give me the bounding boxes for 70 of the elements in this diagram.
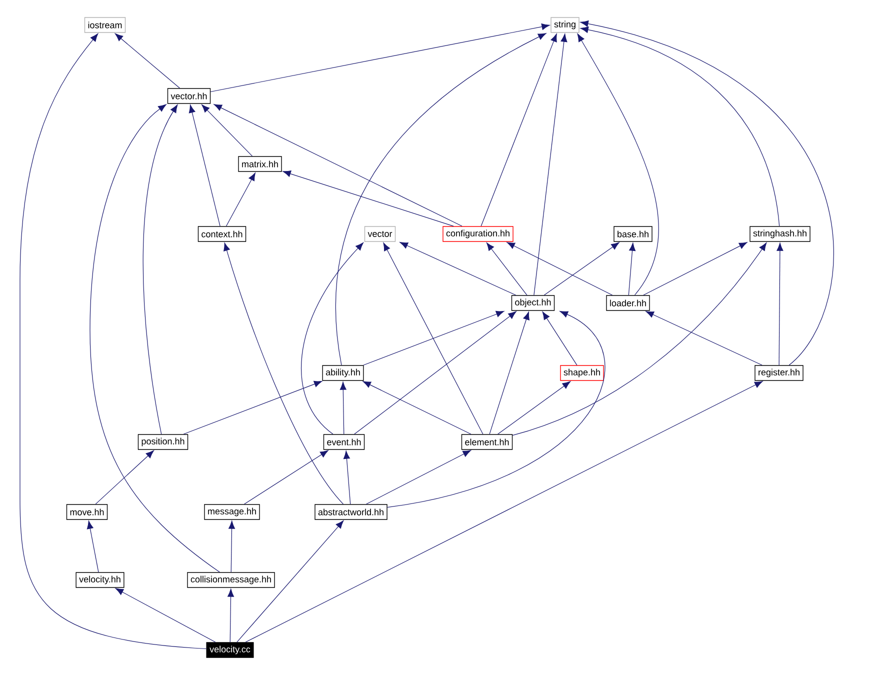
arrow: [354, 311, 516, 434]
arrow: [202, 104, 253, 156]
file-box: object.hh: [511, 295, 555, 311]
file-box: shape.hh: [560, 365, 604, 381]
arrow: [95, 450, 154, 504]
arrow: [343, 450, 351, 504]
arrow: [214, 104, 462, 226]
arrow: [282, 170, 454, 226]
arrow: [400, 242, 516, 296]
file-box: stringhash.hh: [750, 226, 810, 242]
arrow: [387, 311, 605, 508]
file-box: iostream: [84, 17, 126, 33]
file-box: vector: [364, 226, 396, 242]
arrow: [489, 312, 530, 434]
file-box: configuration.hh: [442, 226, 514, 242]
arrow: [86, 520, 99, 572]
file-box: abstractworld.hh: [314, 504, 388, 520]
arrow: [776, 242, 784, 366]
arrow: [383, 242, 484, 434]
file-box: ability.hh: [322, 365, 364, 381]
file-box: position.hh: [138, 434, 188, 450]
arrow: [542, 312, 578, 366]
arrow: [226, 172, 256, 226]
arrow: [486, 242, 528, 296]
file-box: base.hh: [614, 226, 652, 242]
arrow: [366, 450, 471, 504]
arrow: [228, 588, 234, 642]
arrow: [301, 242, 364, 434]
file-box: event.hh: [323, 434, 365, 450]
arrow: [336, 33, 546, 366]
arrow: [534, 34, 568, 296]
file-box: element.hh: [461, 434, 513, 450]
arrow: [183, 380, 322, 434]
arrow: [628, 242, 636, 296]
arrow: [498, 381, 571, 434]
file-box: context.hh: [198, 226, 246, 242]
arrow: [245, 381, 763, 642]
arrow: [580, 26, 780, 226]
arrow: [643, 242, 748, 296]
arrow: [340, 382, 346, 434]
arrow: [580, 20, 834, 366]
file-box: collisionmessage.hh: [187, 572, 275, 588]
arrow: [228, 520, 236, 572]
arrow: [188, 104, 220, 226]
arrow: [90, 104, 220, 572]
file-box: message.hh: [204, 504, 260, 520]
file-box: string: [550, 17, 580, 33]
arrow: [244, 450, 328, 504]
arrow: [210, 23, 550, 92]
arrow: [115, 588, 216, 642]
file-box: matrix.hh: [238, 156, 282, 172]
file-box: velocity.hh: [76, 572, 124, 588]
arrow: [512, 242, 767, 436]
file-box: loader.hh: [606, 295, 650, 311]
arrow: [577, 34, 659, 296]
file-box: move.hh: [66, 504, 108, 520]
file-box: register.hh: [754, 365, 804, 381]
arrow: [114, 33, 180, 88]
arrow: [142, 104, 178, 434]
arrow: [224, 242, 344, 504]
arrow: [544, 242, 620, 296]
arrow: [236, 520, 344, 642]
arrow: [480, 34, 557, 226]
arrow: [506, 242, 613, 296]
file-box: vector.hh: [167, 88, 211, 104]
arrow: [646, 311, 762, 366]
file-box: velocity.cc: [206, 642, 254, 658]
arrow: [20, 33, 207, 650]
arrow: [363, 310, 504, 366]
arrow: [362, 381, 472, 434]
